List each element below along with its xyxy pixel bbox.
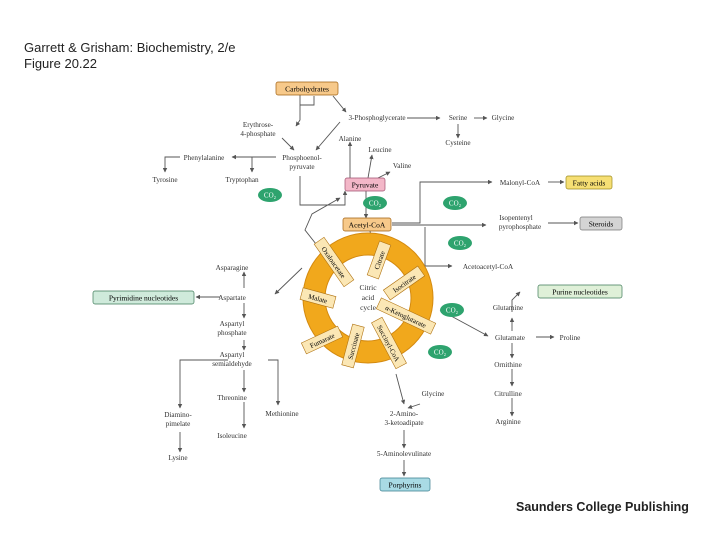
svg-text:CO₂: CO₂: [369, 200, 382, 208]
co2-bubble-6: CO₂: [428, 345, 452, 359]
cycle-center-1: Citric: [359, 283, 377, 292]
label-glycine-top: Glycine: [492, 114, 515, 122]
co2-bubble-1: CO₂: [258, 188, 282, 202]
svg-text:Porphyrins: Porphyrins: [389, 481, 422, 490]
label-2-amino-3-ketoadipate: 2-Amino-: [390, 410, 419, 418]
label-erythrose: Erythrose-: [243, 121, 274, 129]
arrow-carbo-erythrose: [295, 90, 301, 127]
label-pep-2: pyruvate: [289, 163, 314, 171]
arrow-glycine-aminoketo: [407, 403, 421, 409]
arrow-pyr-leucine: [367, 154, 374, 179]
label-aspartyl-phosphate-2: phosphate: [217, 329, 246, 337]
label-valine: Valine: [393, 162, 411, 170]
figure-source-title: Garrett & Grisham: Biochemistry, 2/e: [24, 40, 236, 55]
co2-bubbles: CO₂ CO₂ CO₂ CO₂ CO₂ CO₂: [258, 188, 472, 359]
svg-text:CO₂: CO₂: [454, 240, 467, 248]
svg-text:Pyrimidine nucleotides: Pyrimidine nucleotides: [109, 294, 178, 303]
label-methionine: Methionine: [265, 410, 298, 418]
label-asparagine: Asparagine: [216, 264, 249, 272]
co2-bubble-3: CO₂: [443, 196, 467, 210]
co2-bubble-5: CO₂: [440, 303, 464, 317]
figure-number: Figure 20.22: [24, 56, 97, 71]
steroids-box: Steroids: [579, 216, 623, 231]
pyruvate-box: Pyruvate: [344, 177, 386, 192]
label-aspartyl-semialdehyde: Aspartyl: [220, 351, 245, 359]
arrow-oaa-pep: [304, 197, 341, 245]
arrow-pep-pyruvate: [299, 176, 348, 206]
co2-bubble-2: CO₂: [363, 196, 387, 210]
arrow-gln-purine: [511, 291, 521, 312]
arrow-carbo-3pg: [332, 95, 347, 113]
label-tryptophan: Tryptophan: [225, 176, 259, 184]
label-arginine: Arginine: [495, 418, 520, 426]
label-5-aminolevulinate: 5-Aminolevulinate: [377, 450, 431, 458]
cycle-citrate: Citrate: [366, 240, 392, 280]
label-erythrose-2: 4-phosphate: [240, 130, 275, 138]
publisher-credit: Saunders College Publishing: [516, 500, 689, 514]
cycle-malate: Malate: [299, 287, 337, 309]
fatty-acids-box: Fatty acids: [565, 175, 613, 190]
label-ornithine: Ornithine: [494, 361, 522, 369]
label-acetoacetyl-coa: Acetoacetyl-CoA: [463, 263, 514, 271]
label-2-amino-3-ketoadipate-2: 3-ketoadipate: [384, 419, 423, 427]
label-3-phosphoglycerate: 3-Phosphoglycerate: [348, 114, 405, 122]
svg-text:Steroids: Steroids: [589, 220, 614, 229]
label-leucine: Leucine: [368, 146, 391, 154]
label-serine: Serine: [449, 114, 467, 122]
label-glutamate: Glutamate: [495, 334, 525, 342]
arrow-phe-tyr: [162, 156, 180, 173]
svg-text:CO₂: CO₂: [434, 349, 447, 357]
label-proline: Proline: [560, 334, 581, 342]
arrow-3pg-pep: [315, 121, 341, 151]
label-isoleucine: Isoleucine: [217, 432, 247, 440]
acetyl-coa-box: Acetyl-CoA: [342, 217, 392, 232]
arrow-acetyl-acetoacetyl: [424, 227, 453, 269]
porphyrins-box: Porphyrins: [379, 477, 431, 492]
arrow-oaa-aspartate: [274, 267, 303, 295]
label-isopentenyl-2: pyrophosphate: [499, 223, 541, 231]
label-phenylalanine: Phenylalanine: [184, 154, 225, 162]
label-aspartyl-semialdehyde-2: semialdehyde: [212, 360, 252, 368]
label-cysteine: Cysteine: [445, 139, 470, 147]
cycle-center-2: acid: [362, 293, 375, 302]
label-glycine-bottom: Glycine: [422, 390, 445, 398]
label-threonine: Threonine: [217, 394, 247, 402]
svg-text:CO₂: CO₂: [449, 200, 462, 208]
svg-text:CO₂: CO₂: [446, 307, 459, 315]
arrow-semi-diamino: [177, 359, 228, 409]
svg-text:Purine nucleotides: Purine nucleotides: [552, 288, 608, 297]
label-citrulline: Citrulline: [494, 390, 522, 398]
citric-acid-cycle-ring: Citric acid cycle Oxaloacetate Citrate I…: [299, 232, 437, 370]
label-diaminopimelate-2: pimelate: [166, 420, 191, 428]
purine-nucleotides-box: Purine nucleotides: [537, 284, 623, 299]
metabolite-labels: Erythrose- 4-phosphate 3-Phosphoglycerat…: [152, 114, 580, 462]
carbohydrates-box: Carbohydrates: [275, 81, 339, 96]
arrow-pyr-valine: [377, 171, 391, 179]
co2-bubble-4: CO₂: [448, 236, 472, 250]
label-malonyl-coa: Malonyl-CoA: [500, 179, 541, 187]
label-glutamine: Glutamine: [493, 304, 523, 312]
arrow-erythrose-pep: [281, 137, 295, 151]
label-lysine: Lysine: [168, 454, 187, 462]
label-aspartyl-phosphate: Aspartyl: [220, 320, 245, 328]
label-pep: Phosphoenol-: [282, 154, 322, 162]
arrow-semi-methionine: [268, 359, 281, 406]
label-tyrosine: Tyrosine: [152, 176, 177, 184]
label-diaminopimelate: Diamino-: [164, 411, 192, 419]
arrow-acetyl-malonyl: [392, 179, 493, 224]
svg-text:CO₂: CO₂: [264, 192, 277, 200]
label-isopentenyl: Isopentenyl: [499, 214, 533, 222]
pyrimidine-nucleotides-box: Pyrimidine nucleotides: [92, 290, 195, 305]
arrow-succ-aminoketo: [395, 373, 406, 405]
label-alanine: Alanine: [339, 135, 362, 143]
cycle-center-3: cycle: [360, 303, 376, 312]
svg-text:Fatty acids: Fatty acids: [573, 179, 606, 188]
svg-text:Carbohydrates: Carbohydrates: [285, 85, 329, 94]
label-aspartate: Aspartate: [218, 294, 246, 302]
svg-text:Pyruvate: Pyruvate: [352, 181, 379, 190]
pathway-arrows: [162, 90, 579, 477]
svg-text:Acetyl-CoA: Acetyl-CoA: [349, 221, 386, 230]
